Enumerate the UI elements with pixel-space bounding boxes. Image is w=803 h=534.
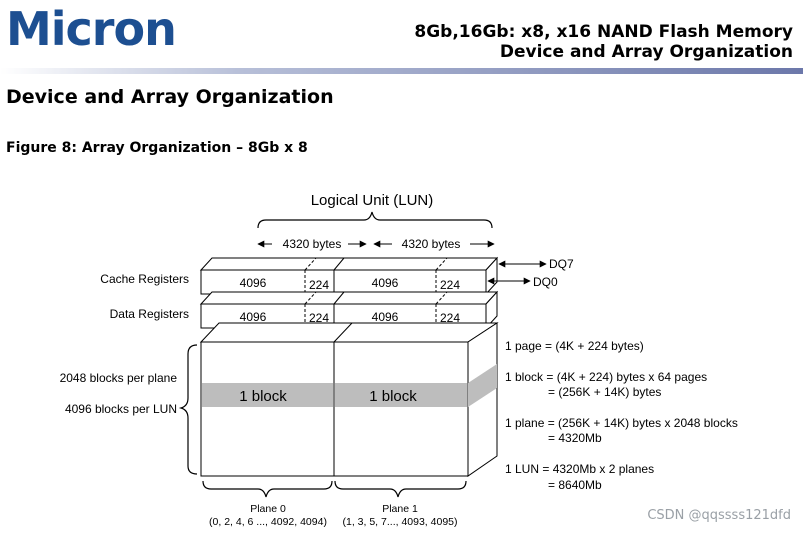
- size-notes: 1 page = (4K + 224 bytes) 1 block = (4K …: [505, 339, 738, 492]
- note-block-a: 1 block = (4K + 224) bytes x 64 pages: [505, 370, 707, 384]
- blocks-per-plane-label: 2048 blocks per plane: [60, 371, 178, 385]
- bytes-left-label: 4320 bytes: [283, 237, 342, 251]
- dq0-label: DQ0: [533, 275, 558, 289]
- lun-label: Logical Unit (LUN): [311, 192, 434, 209]
- header-title-line2: Device and Array Organization: [499, 42, 793, 62]
- section-title: Device and Array Organization: [6, 86, 334, 108]
- csdn-watermark: CSDN @qqssss121dfd: [647, 508, 791, 523]
- blocks-per-lun-label: 4096 blocks per LUN: [65, 402, 177, 416]
- cache-reg-main-p0: 4096: [240, 276, 267, 290]
- logo-text: Micron: [6, 2, 177, 56]
- note-lun-a: 1 LUN = 4320Mb x 2 planes: [505, 462, 654, 476]
- header-title-line1: 8Gb,16Gb: x8, x16 NAND Flash Memory: [414, 22, 793, 42]
- header-divider: [0, 68, 803, 74]
- block-band-side: [468, 364, 497, 407]
- note-block-b: = (256K + 14K) bytes: [548, 385, 661, 399]
- cache-reg-spare-p1: 224: [440, 278, 460, 292]
- blocks-brace: [178, 344, 198, 475]
- note-plane-b: = 4320Mb: [548, 431, 602, 445]
- plane1-brace: [334, 480, 467, 498]
- block-band-plane0: [202, 383, 333, 407]
- note-lun-b: = 8640Mb: [548, 478, 602, 492]
- plane1-title: Plane 1: [382, 503, 418, 515]
- plane0-brace: [202, 480, 333, 498]
- data-registers-label: Data Registers: [110, 307, 189, 321]
- bytes-right-label: 4320 bytes: [402, 237, 461, 251]
- plane0-blocks: (0, 2, 4, 6 ..., 4092, 4094): [209, 516, 327, 528]
- cache-reg-main-p1: 4096: [372, 276, 399, 290]
- array-cube: [199, 322, 499, 477]
- micron-logo: Micron: [6, 6, 177, 52]
- cache-register: [199, 256, 499, 296]
- block-label-plane1: 1 block: [369, 388, 417, 405]
- cache-reg-spare-p0: 224: [309, 278, 329, 292]
- cache-registers-label: Cache Registers: [100, 272, 189, 286]
- block-band-plane1: [335, 383, 467, 407]
- plane0-title: Plane 0: [250, 503, 286, 515]
- lun-brace: [257, 211, 493, 229]
- data-reg-main-p0: 4096: [240, 310, 267, 324]
- note-page: 1 page = (4K + 224 bytes): [505, 339, 644, 353]
- dq7-label: DQ7: [549, 257, 574, 271]
- document-header-title: 8Gb,16Gb: x8, x16 NAND Flash Memory Devi…: [414, 22, 793, 62]
- data-reg-spare-p1: 224: [440, 311, 460, 325]
- block-label-plane0: 1 block: [239, 388, 287, 405]
- data-reg-spare-p0: 224: [309, 311, 329, 325]
- plane1-blocks: (1, 3, 5, 7..., 4093, 4095): [343, 516, 458, 528]
- figure-caption: Figure 8: Array Organization – 8Gb x 8: [6, 140, 308, 156]
- data-reg-main-p1: 4096: [372, 310, 399, 324]
- note-plane-a: 1 plane = (256K + 14K) bytes x 2048 bloc…: [505, 416, 738, 430]
